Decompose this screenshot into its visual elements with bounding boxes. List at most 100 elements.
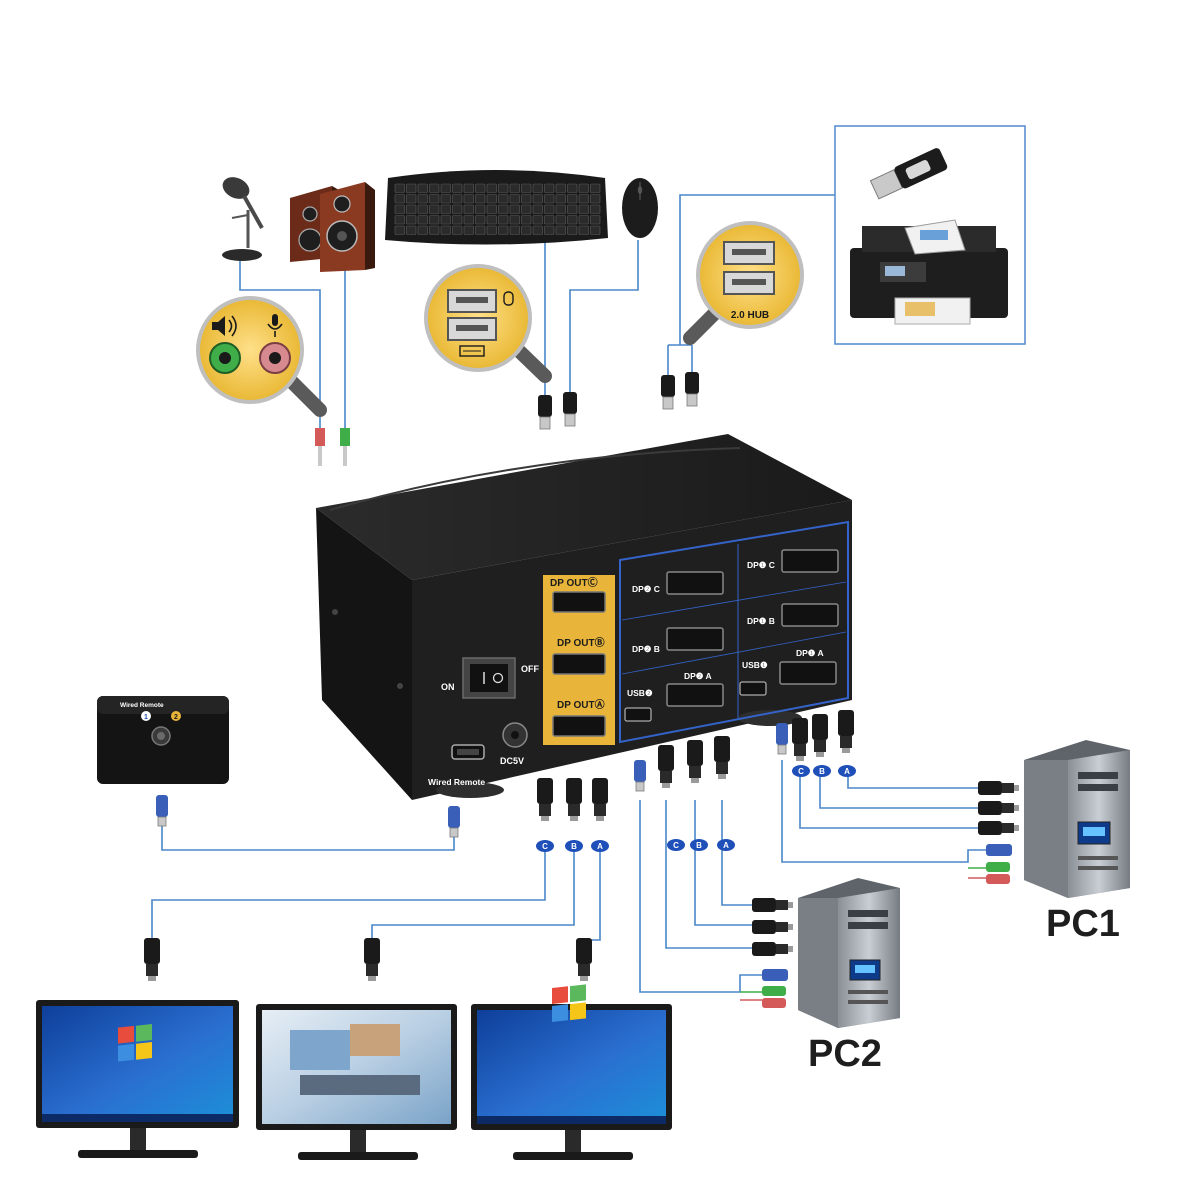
usb-devices-box: [834, 125, 1026, 345]
keyboard-key: [429, 194, 440, 204]
keyboard-key: [498, 194, 509, 204]
keyboard-key: [567, 215, 578, 225]
keyboard-key: [417, 204, 428, 214]
windows-logo-icon-2: [552, 984, 586, 1022]
pc2-usb-port[interactable]: [624, 707, 652, 722]
pc2-badge-b: B: [696, 841, 702, 850]
keyboard-key: [475, 225, 486, 235]
pc2-label: PC2: [808, 1033, 882, 1075]
speaker-icon: [212, 315, 237, 337]
pc1-dp-b-port[interactable]: [781, 603, 839, 627]
keyboard-key: [509, 183, 520, 193]
keyboard-key: [486, 194, 497, 204]
keyboard-key: [521, 194, 532, 204]
keyboard-key: [555, 194, 566, 204]
pc1-dp-c-port[interactable]: [781, 549, 839, 573]
audio-plugs: [315, 428, 350, 466]
keyboard-key: [440, 215, 451, 225]
keyboard-key: [417, 194, 428, 204]
dp-out-a-port[interactable]: [552, 715, 606, 737]
monitor1-dp-plug: [144, 938, 160, 981]
mouse: [622, 178, 658, 238]
out-badge-c: C: [542, 842, 548, 851]
keyboard-key: [498, 225, 509, 235]
out-badge-b: B: [571, 842, 577, 851]
pc2-dp-c-port[interactable]: [666, 571, 724, 595]
keyboard-key: [417, 183, 428, 193]
keyboard-key: [509, 194, 520, 204]
remote-switch-button[interactable]: [151, 726, 171, 746]
kvm-remote-plug: [447, 805, 461, 838]
pc1-label: PC1: [1046, 903, 1120, 945]
dp-out-c-label: DP OUTⒸ: [550, 576, 598, 589]
power-off-label: OFF: [521, 664, 539, 674]
pc2-usb-label: USB❷: [627, 688, 653, 698]
wired-remote-port[interactable]: [451, 744, 485, 760]
keyboard-key: [463, 183, 474, 193]
pc1-a-plug: [838, 710, 854, 753]
monitor-1: [36, 1000, 239, 1158]
pc1-usb-port[interactable]: [739, 681, 767, 696]
keyboard-key: [532, 194, 543, 204]
keyboard-key: [463, 204, 474, 214]
dp-out-c-port[interactable]: [552, 591, 606, 613]
keyboard-key: [475, 183, 486, 193]
pc1-dp-a-label: DP❶ A: [796, 648, 824, 658]
pc1-usb-plug: [775, 722, 789, 755]
keyboard-key: [590, 204, 601, 214]
keyboard-key: [578, 194, 589, 204]
keyboard-key: [486, 215, 497, 225]
pc2-dp-b-port[interactable]: [666, 627, 724, 651]
keyboard-key: [567, 194, 578, 204]
keyboard-key: [532, 204, 543, 214]
pc1-badge-b: B: [819, 767, 825, 776]
keyboard-key: [452, 204, 463, 214]
microphone: [222, 177, 264, 261]
pc1-tower: [1024, 740, 1130, 898]
hub-usb-plug-2: [684, 371, 700, 407]
keyboard-key: [567, 204, 578, 214]
keyboard-key: [429, 204, 440, 214]
keyboard-key: [555, 215, 566, 225]
pc1-badges: C B A: [792, 765, 856, 777]
keyboard-key: [590, 194, 601, 204]
pc2-tower: [798, 878, 900, 1028]
keyboard-key: [544, 194, 555, 204]
keyboard-key: [486, 204, 497, 214]
monitor-2: [256, 1004, 457, 1160]
keyboard-key: [475, 215, 486, 225]
pc1-b-plug: [812, 714, 828, 757]
out-badge-a: A: [597, 842, 603, 851]
keyboard-key: [475, 204, 486, 214]
printer: [850, 219, 1008, 325]
keyboard-key: [532, 183, 543, 193]
keyboard-key: [394, 225, 405, 235]
mouse-icon: [503, 291, 514, 306]
pc2-dp-a-port[interactable]: [666, 683, 724, 707]
keyboard-key: [590, 183, 601, 193]
keyboard-key: [544, 204, 555, 214]
microphone-icon: [267, 314, 283, 337]
keyboard-key: [417, 225, 428, 235]
keyboard-key: [440, 183, 451, 193]
keyboard-key: [555, 225, 566, 235]
keyboard-key: [463, 225, 474, 235]
keyboard-key: [578, 204, 589, 214]
speakers: [290, 182, 375, 272]
pc2-usb-plug: [633, 759, 647, 792]
keyboard-key: [498, 183, 509, 193]
keyboard-key: [440, 204, 451, 214]
power-rocker-switch[interactable]: [462, 657, 516, 699]
dc-power-port[interactable]: [502, 722, 528, 748]
keyboard-key: [463, 194, 474, 204]
keyboard-key: [590, 215, 601, 225]
pc2-badges: C B A: [667, 839, 735, 851]
pc1-dp-a-port[interactable]: [779, 661, 837, 685]
keyboard-key: [509, 204, 520, 214]
remote-btn1-label: 1: [144, 714, 148, 721]
usb-hub-magnifier: 2.0 HUB: [683, 221, 804, 345]
keyboard-key: [463, 215, 474, 225]
keyboard-key: [429, 225, 440, 235]
dp-out-b-port[interactable]: [552, 653, 606, 675]
